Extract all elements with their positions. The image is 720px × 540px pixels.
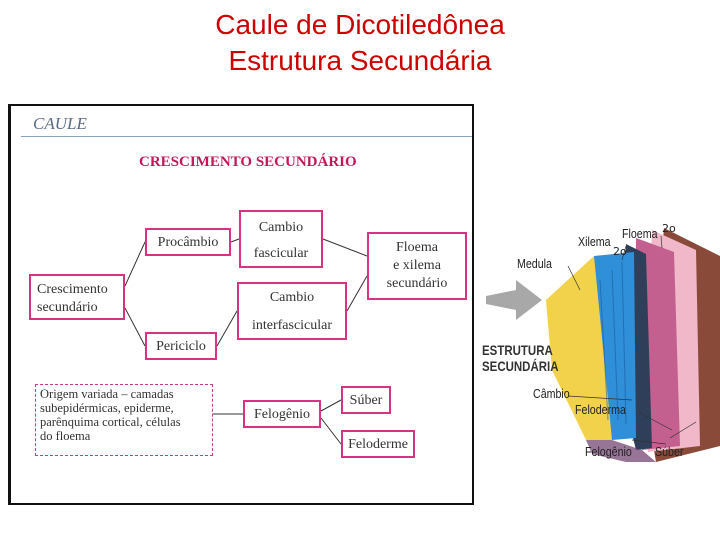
label-xilema: Xilema xyxy=(578,234,611,249)
label-secundaria: SECUNDÁRIA xyxy=(482,358,559,374)
box-text: subepidérmicas, epiderme, xyxy=(40,401,174,415)
box-text: Procâmbio xyxy=(157,235,219,250)
box-periciclo: Periciclo xyxy=(145,332,217,360)
box-suber: Súber xyxy=(341,386,391,414)
box-origem-variada: Origem variada – camadas subepidérmicas,… xyxy=(35,384,213,456)
label-xilema-superscript: 2o xyxy=(613,245,627,258)
box-text: Floema xyxy=(396,240,438,255)
label-feloderma: Feloderma xyxy=(575,402,626,417)
leader-feloderma xyxy=(637,411,673,431)
stem-cross-section-illustration xyxy=(486,228,720,462)
box-text: interfascicular xyxy=(251,318,333,333)
slide-title-line2: Estrutura Secundária xyxy=(228,45,492,76)
box-text: Feloderme xyxy=(348,437,408,452)
connector-inter-floema xyxy=(346,275,368,312)
panel-header: CAULE xyxy=(33,114,87,133)
box-felogenio: Felogênio xyxy=(243,400,321,428)
box-text: secundário xyxy=(386,276,448,291)
leader-medula xyxy=(567,265,581,291)
box-text: Cambio xyxy=(258,220,304,235)
connector-felogenio-feloderme xyxy=(320,417,342,445)
box-cambio-fascicular: Cambio fascicular xyxy=(239,210,323,268)
diagram-panel: CAULE CRESCIMENTO SECUNDÁRIO Crescimento… xyxy=(8,104,474,505)
leader-felogenio xyxy=(631,439,667,445)
box-text: e xilema xyxy=(393,258,441,273)
connector-procambio-cambio xyxy=(230,238,240,243)
label-floema: Floema xyxy=(622,226,658,241)
connector-crescimento-procambio xyxy=(124,241,146,287)
box-text: fascicular xyxy=(253,246,309,261)
leader-floema xyxy=(660,235,663,249)
label-estrutura: ESTRUTURA xyxy=(482,342,553,358)
box-text: Cambio xyxy=(269,290,315,305)
connector-cambio-floema xyxy=(322,238,368,257)
panel-divider xyxy=(21,136,472,137)
label-medula: Medula xyxy=(517,256,552,271)
box-text: Felogênio xyxy=(254,407,310,422)
box-text: do floema xyxy=(40,429,91,443)
wedge-front-shadow xyxy=(586,440,656,462)
box-text: parênquima cortical, células xyxy=(40,415,181,429)
box-text: Crescimento xyxy=(37,282,108,297)
box-crescimento-secundario: Crescimento secundário xyxy=(29,274,125,320)
label-suber: Súber xyxy=(655,444,684,459)
box-cambio-interfascicular: Cambio interfascicular xyxy=(237,282,347,340)
box-feloderme: Feloderme xyxy=(341,430,415,458)
connector-crescimento-periciclo xyxy=(124,307,146,347)
label-floema-superscript: 2o xyxy=(662,222,676,235)
box-text: secundário xyxy=(37,300,98,315)
leader-xilema xyxy=(621,245,627,261)
panel-title: CRESCIMENTO SECUNDÁRIO xyxy=(139,154,357,170)
box-text: Origem variada – camadas xyxy=(40,387,174,401)
leader-suber xyxy=(669,421,697,439)
label-cambio: Câmbio xyxy=(533,386,570,401)
connector-lines xyxy=(124,238,368,445)
box-text: Periciclo xyxy=(156,339,206,354)
box-procambio: Procâmbio xyxy=(145,228,231,256)
arrow-icon xyxy=(486,280,542,320)
connector-felogenio-suber xyxy=(320,399,342,412)
box-floema-xilema: Floema e xilema secundário xyxy=(367,232,467,300)
label-felogenio: Felogênio xyxy=(585,444,632,459)
leader-cambio xyxy=(567,395,633,401)
slide-title-line1: Caule de Dicotiledônea xyxy=(215,9,505,40)
connector-periciclo-cambio xyxy=(216,310,238,347)
pith-layer xyxy=(546,256,612,440)
box-text: Súber xyxy=(349,393,383,408)
